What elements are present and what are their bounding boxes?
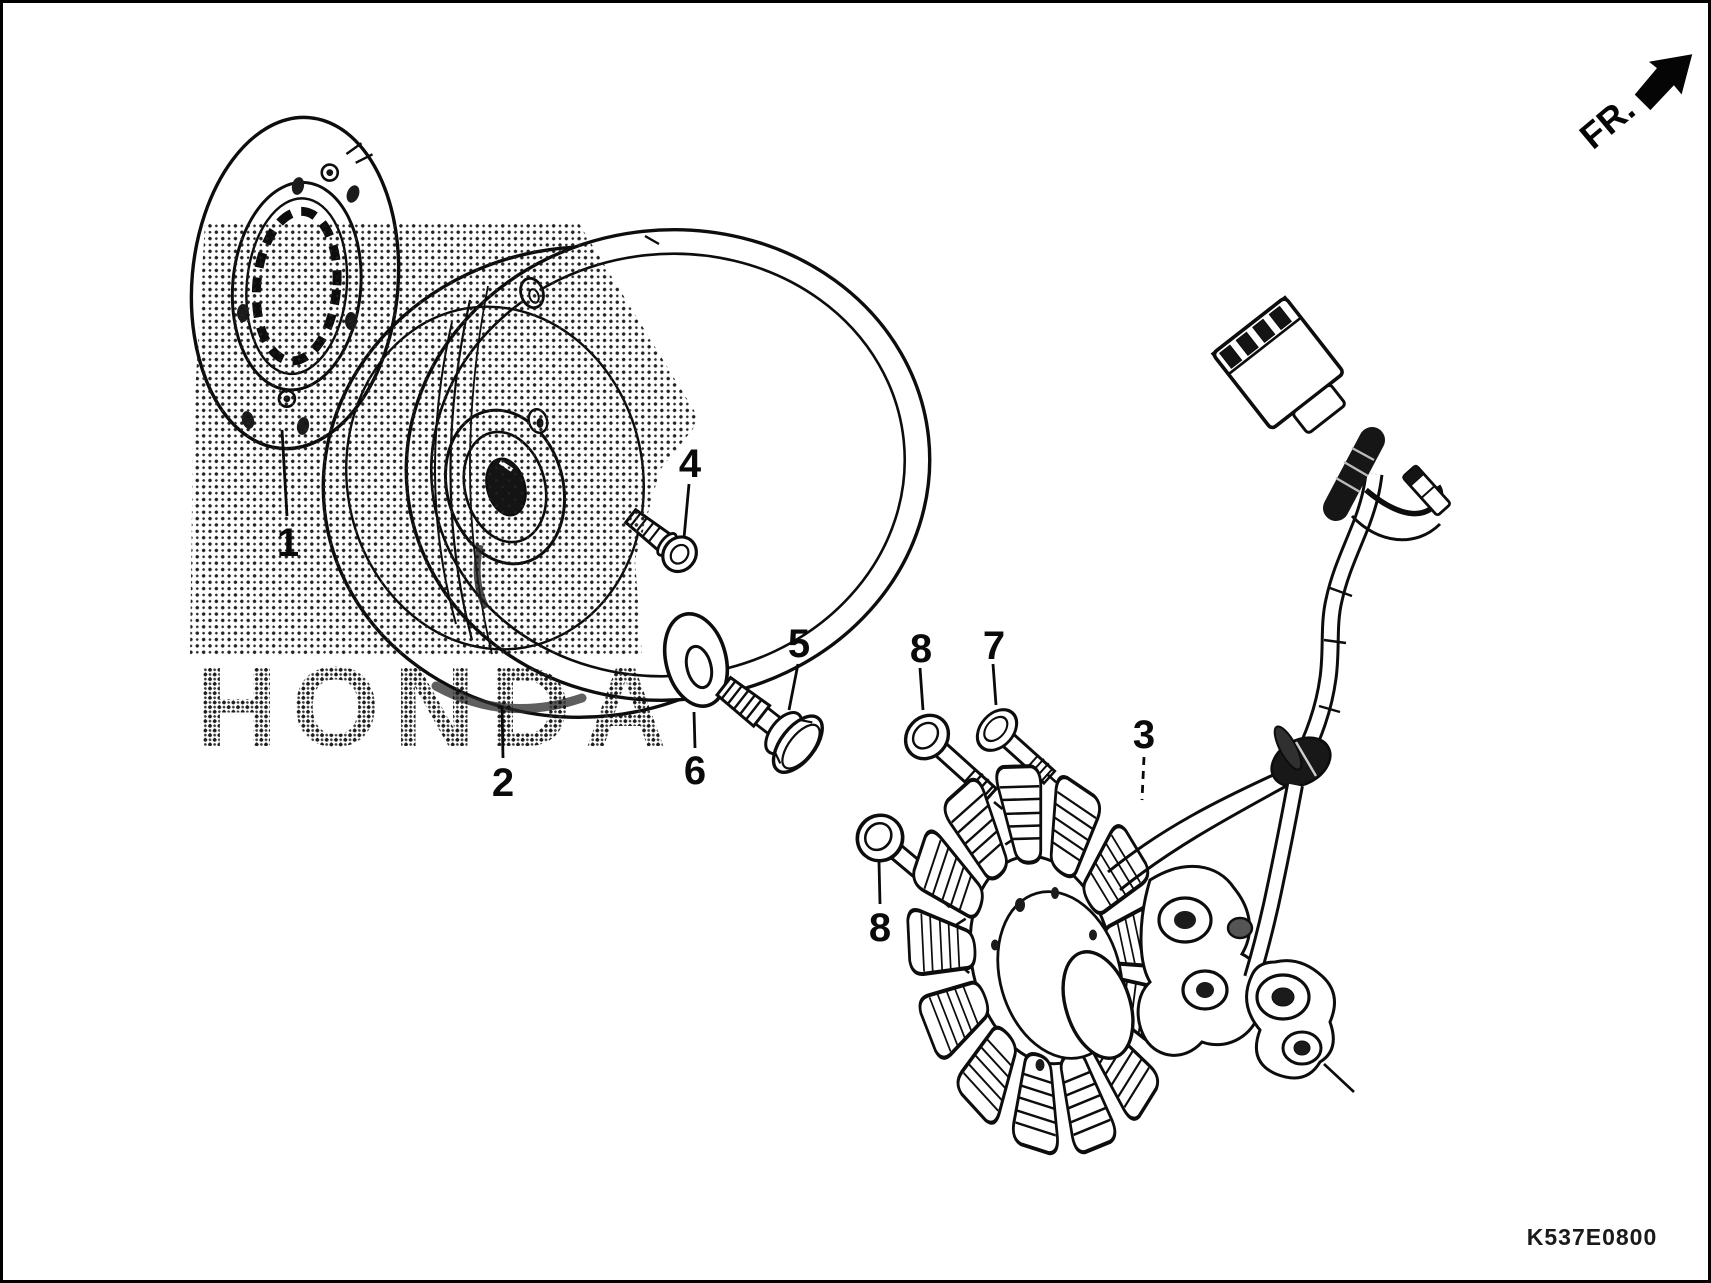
drawing-code: K537E0800 xyxy=(1527,1224,1658,1250)
callout-6: 6 xyxy=(684,749,706,793)
bolt-4 xyxy=(623,507,698,574)
wire-harness xyxy=(1107,295,1451,1093)
harness-lower-bracket xyxy=(1245,959,1355,1093)
stator-wire-bracket xyxy=(1136,864,1266,1057)
callout-5: 5 xyxy=(788,622,810,666)
callout-4: 4 xyxy=(679,442,702,486)
flange-bolt-5 xyxy=(714,675,824,774)
callout-3: 3 xyxy=(1133,713,1155,757)
harness-grommet xyxy=(1270,725,1332,788)
callout-8-lower: 8 xyxy=(869,906,891,950)
callout-leaders xyxy=(280,429,1146,905)
washer-6 xyxy=(662,612,730,708)
stator-face-holes xyxy=(991,887,1097,1071)
fr-arrow-icon xyxy=(1634,54,1693,111)
callout-8-upper: 8 xyxy=(910,627,932,671)
connector-4p xyxy=(1210,295,1346,434)
stator xyxy=(872,739,1266,1181)
callout-7: 7 xyxy=(983,624,1005,668)
harness-tape-wrap xyxy=(1323,427,1385,521)
callout-1: 1 xyxy=(277,521,299,565)
callout-2: 2 xyxy=(492,761,514,805)
connector-2p xyxy=(1401,464,1451,517)
halftone-band xyxy=(190,222,700,655)
honda-watermark: HONDA xyxy=(196,644,680,770)
stator-center-hole xyxy=(1061,950,1135,1060)
